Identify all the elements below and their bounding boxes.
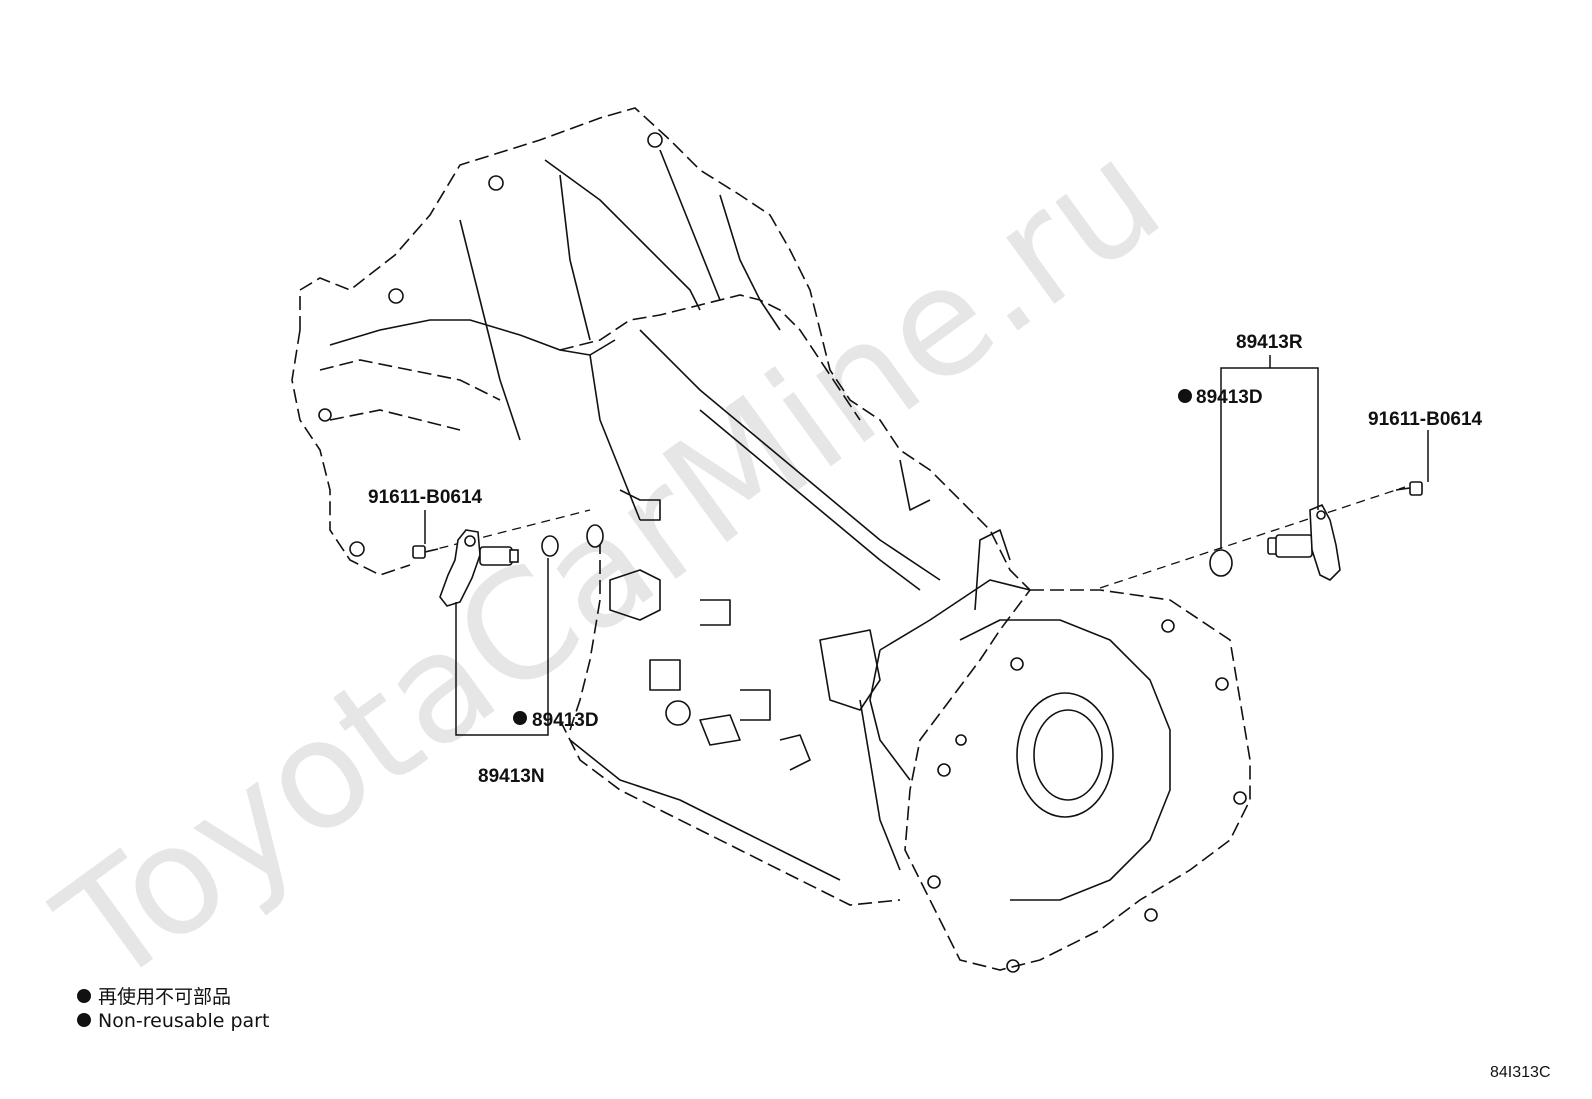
label-left-bolt: 91611-B0614 — [368, 487, 483, 508]
legend-dot-2 — [77, 1013, 91, 1027]
legend-dot-1 — [77, 989, 91, 1003]
label-right-bolt: 91611-B0614 — [1368, 409, 1483, 430]
right-bolt-icon — [1395, 481, 1423, 496]
label-right-sensor: 89413R — [1236, 332, 1303, 353]
left-bolt-icon — [412, 545, 439, 559]
label-right-oring: 89413D — [1196, 387, 1263, 408]
legend-english: Non-reusable part — [98, 1010, 269, 1032]
right-nonreusable-dot — [1178, 389, 1192, 403]
right-speed-sensor-icon — [1267, 503, 1341, 581]
left-nonreusable-dot — [513, 711, 527, 725]
left-speed-sensor-assembly — [412, 509, 604, 736]
right-oring-icon — [1209, 549, 1233, 577]
legend-japanese: 再使用不可部品 — [98, 986, 231, 1008]
diagram-code: 84I313C — [1490, 1064, 1551, 1081]
label-left-oring: 89413D — [532, 710, 599, 731]
left-oring-icon — [541, 535, 559, 557]
right-speed-sensor-assembly — [1099, 355, 1429, 589]
legend: 再使用不可部品 Non-reusable part — [77, 986, 269, 1032]
transmission-housing — [291, 107, 1251, 973]
left-speed-sensor-icon — [439, 529, 519, 607]
label-left-sensor: 89413N — [478, 766, 545, 787]
watermark: ToyotaCarMine.ru — [28, 108, 1191, 1020]
